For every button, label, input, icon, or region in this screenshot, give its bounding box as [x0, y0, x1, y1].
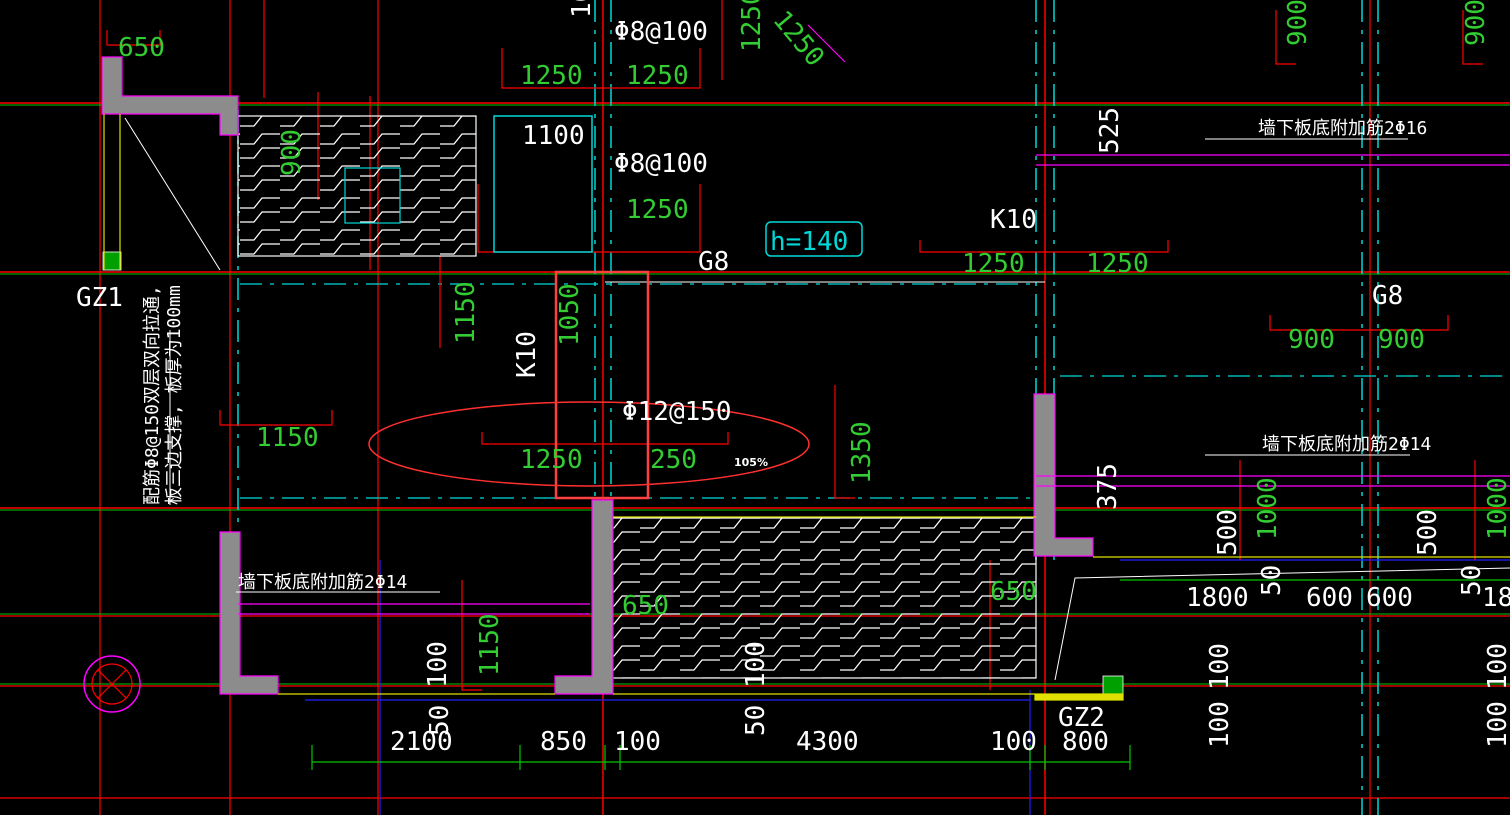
- column-gz2-marker: [1102, 675, 1124, 695]
- note-vertical-support: 板三边支撑, 板厚为100mm: [164, 285, 185, 505]
- dim-white: 100: [423, 641, 453, 688]
- dim-green: 1150: [451, 281, 481, 344]
- column-gz1-marker: [102, 251, 122, 271]
- slab-hatch-areas: [237, 115, 1037, 679]
- dim-green: 900: [1288, 325, 1335, 355]
- wall-right: [1033, 393, 1094, 557]
- dim-white: 50: [1257, 565, 1287, 596]
- dim-green: 1000: [1483, 477, 1510, 540]
- dim-white: 100: [1205, 701, 1235, 748]
- beam-label-k10-left: K10: [512, 331, 542, 378]
- dim-green: 1250: [520, 445, 583, 475]
- rebar-label-top: Φ8@100: [614, 17, 708, 47]
- beam-label-g8-right: G8: [1372, 281, 1403, 311]
- note-vertical-reinforcement: 配筋Φ8@150双层双向拉通,: [142, 285, 163, 505]
- dim-green: 1250: [520, 61, 583, 91]
- dim-white: 100: [990, 727, 1037, 757]
- dim-white: 800: [1062, 727, 1109, 757]
- zoom-indicator: 105%: [734, 456, 768, 469]
- wall-bottom-left: [219, 531, 279, 695]
- column-label-gz2: GZ2: [1058, 703, 1105, 733]
- wall-top-left: [101, 56, 239, 136]
- slab-thickness-tag: h=140: [765, 221, 863, 257]
- dim-white: 100: [567, 0, 597, 18]
- dim-white: 4300: [796, 727, 859, 757]
- dim-white: 100: [614, 727, 661, 757]
- dimension-chain-bottom: [311, 579, 1510, 770]
- dim-white: 375: [1093, 463, 1123, 510]
- slab-thickness-label: h=140: [770, 227, 848, 257]
- dim-white: 600: [1306, 583, 1353, 613]
- rebar-label-main: Φ12@150: [622, 397, 732, 427]
- dim-white: 2100: [390, 727, 453, 757]
- dim-green: 1250: [767, 5, 830, 72]
- dim-green: 900: [1283, 0, 1313, 46]
- dim-white: 500: [1213, 509, 1243, 556]
- dim-white: 100: [1483, 701, 1510, 748]
- note-wall-bottom-16: 墙下板底附加筋2Φ16: [1258, 118, 1427, 139]
- yellow-lines: [103, 114, 1510, 695]
- rebar-label-mid: Φ8@100: [614, 149, 708, 179]
- beam-label-k10-top: K10: [990, 205, 1037, 235]
- beam-label-g8-left: G8: [698, 247, 729, 277]
- walls: [101, 56, 1124, 701]
- dim-white: 50: [741, 705, 771, 736]
- white-leaders: [124, 117, 1510, 681]
- red-brackets: [106, 0, 1483, 691]
- dim-white: 525: [1095, 107, 1125, 154]
- dim-white: 500: [1413, 509, 1443, 556]
- dim-green: 1250: [1086, 249, 1149, 279]
- dim-white: 50: [1457, 565, 1487, 596]
- wall-center: [554, 499, 614, 695]
- dim-white: 50: [425, 705, 455, 736]
- column-label-gz1: GZ1: [76, 283, 123, 313]
- dim-white: 100: [1483, 643, 1510, 690]
- dim-green: 1250: [737, 0, 767, 52]
- dim-white: 1800: [1186, 583, 1249, 613]
- grid-axis-bubble: [83, 655, 141, 713]
- dim-green: 250: [650, 445, 697, 475]
- white-dimensions: 100 1100 525 375 500 500 50 50 1800 600 …: [390, 0, 1510, 757]
- dim-green: 1250: [962, 249, 1025, 279]
- dim-white: 600: [1366, 583, 1413, 613]
- dim-white: 850: [540, 727, 587, 757]
- dim-green: 1050: [555, 283, 585, 346]
- dim-white: 100: [741, 641, 771, 688]
- green-dimensions: 650 1250 1250 1250 1250 1250 900 900 900…: [118, 0, 1510, 676]
- magenta-lines: [238, 24, 1510, 615]
- dim-green: 650: [622, 591, 669, 621]
- dim-green: 650: [118, 33, 165, 63]
- selection-rectangle[interactable]: [554, 270, 650, 500]
- note-wall-bottom-14-right: 墙下板底附加筋2Φ14: [1262, 434, 1431, 455]
- dim-green: 1150: [256, 423, 319, 453]
- dim-green: 900: [1378, 325, 1425, 355]
- dim-green: 900: [1461, 0, 1491, 46]
- dim-green: 1150: [475, 613, 505, 676]
- dim-green: 650: [990, 577, 1037, 607]
- dim-green: 1350: [847, 421, 877, 484]
- note-wall-bottom-14-left: 墙下板底附加筋2Φ14: [238, 572, 407, 593]
- dim-white: 180: [1482, 583, 1510, 613]
- column-gz2-base: [1034, 693, 1124, 701]
- dim-white: 1100: [522, 121, 585, 151]
- dim-white: 100: [1205, 643, 1235, 690]
- dim-green: 900: [277, 129, 307, 176]
- markup-ellipse[interactable]: [368, 401, 810, 487]
- dim-green: 1250: [626, 195, 689, 225]
- dim-green: 1000: [1253, 477, 1283, 540]
- dim-green: 1250: [626, 61, 689, 91]
